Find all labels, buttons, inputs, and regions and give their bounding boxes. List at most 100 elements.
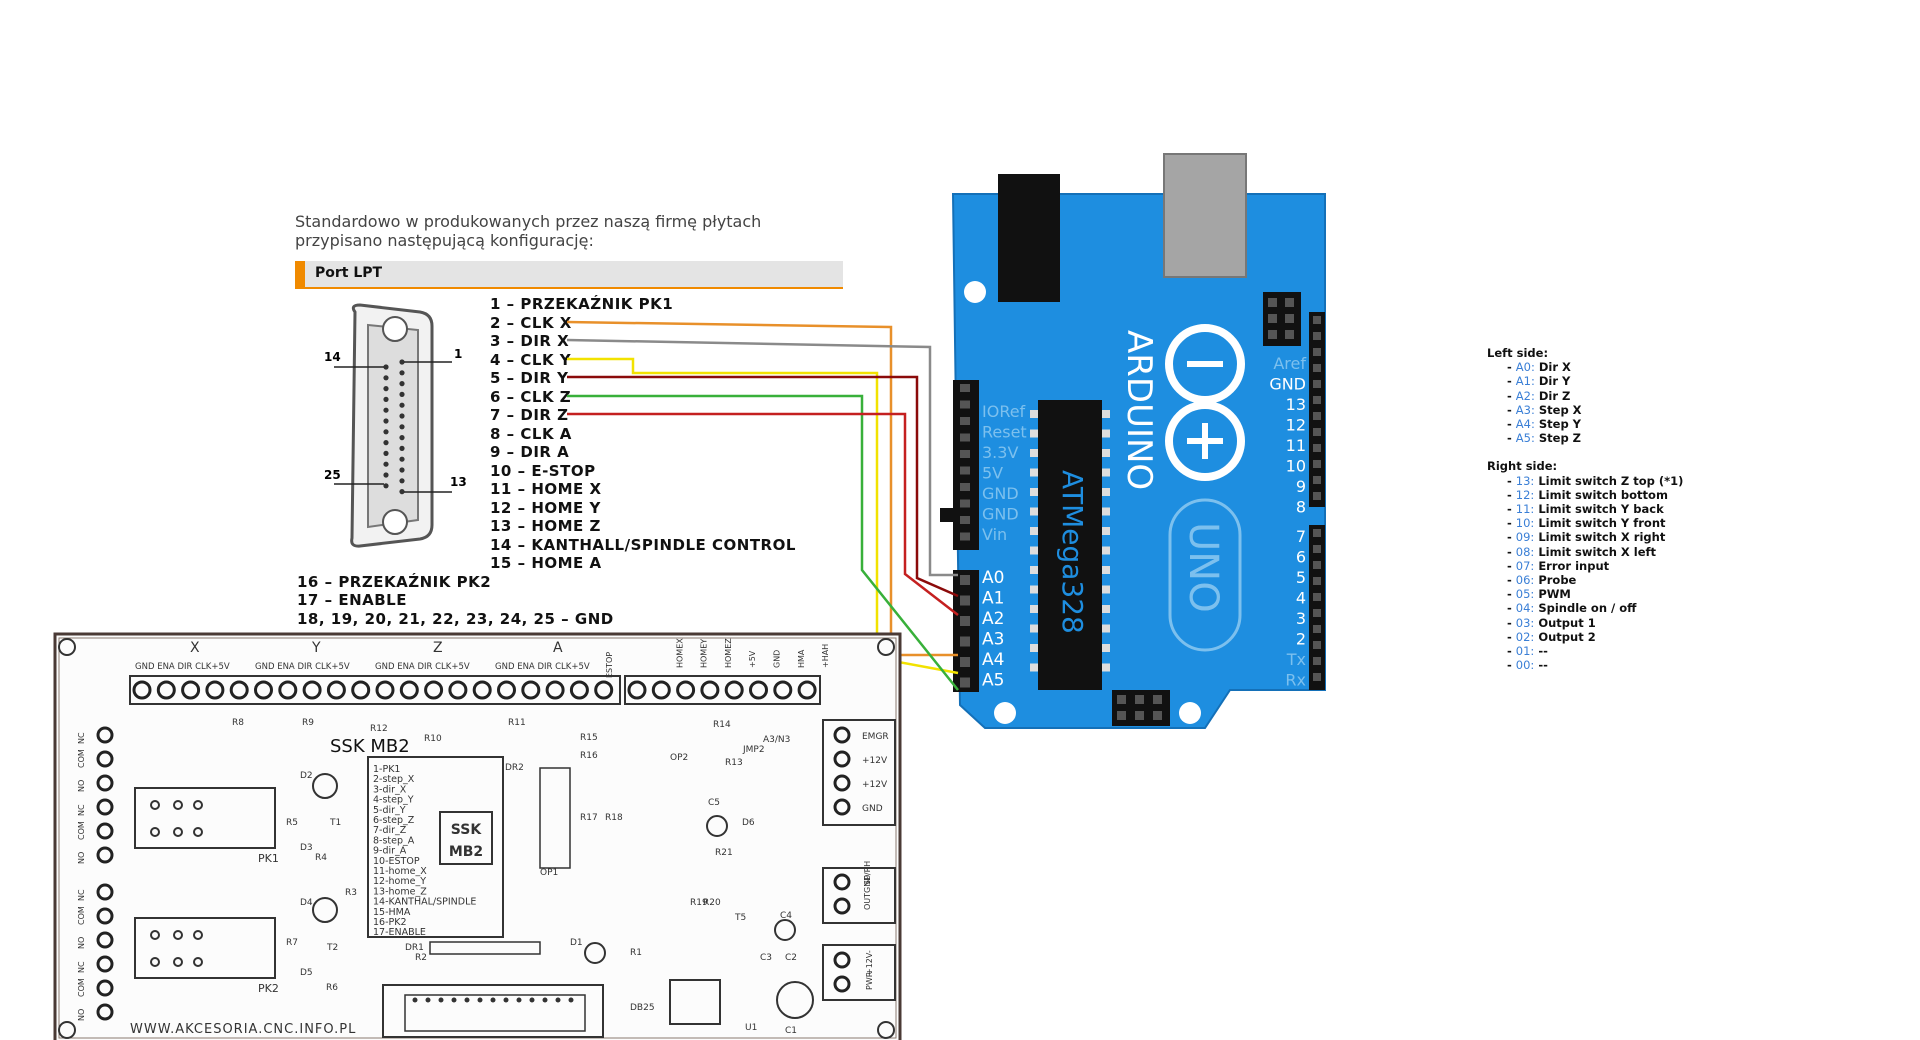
arduino-digital-pin-label: Tx: [1286, 650, 1306, 669]
pcb-axis-label: X: [190, 640, 200, 656]
header-pin: [960, 516, 970, 524]
module-pin-label: 9-dir_A: [373, 846, 407, 857]
legend-label: Step Y: [1538, 417, 1582, 432]
header-pin: [960, 384, 970, 392]
arduino-analog-pin-label: A5: [982, 671, 1004, 691]
dr1: [429, 941, 541, 955]
lpt-pin-7: 7 – DIR Z: [490, 406, 569, 424]
chip-leg: [1102, 624, 1110, 633]
lpt-pin-17: 17 – ENABLE: [297, 591, 407, 609]
icsp-pin: [1268, 314, 1277, 323]
pcb-component-label: D4: [300, 898, 313, 908]
pcb-component-label: R18: [605, 813, 623, 823]
arduino-digital-pin-label: 5: [1296, 568, 1306, 587]
arduino-brand: ARDUINO: [1119, 330, 1159, 490]
pcb-component-label: U1: [745, 1023, 757, 1033]
relay-terminal: [96, 979, 114, 997]
legend-right-row: - 11: Limit switch Y back: [1507, 502, 1664, 517]
wire-dir-z: [567, 412, 959, 616]
db25-pin: [399, 424, 405, 430]
header-pin: [960, 575, 970, 585]
header-pin: [1313, 396, 1321, 404]
chip-leg: [1030, 624, 1038, 633]
legend-label: Step X: [1538, 402, 1582, 417]
spindle-terminal-label: OUTGND: [863, 875, 872, 910]
legend-pin: 02:: [1515, 629, 1535, 644]
relay-terminal: [96, 931, 114, 949]
lpt-pin-4: 4 – CLK Y: [490, 351, 572, 369]
arduino-analog-pin-label: A3: [982, 630, 1004, 650]
relay-pin-label: NC: [77, 961, 86, 973]
legend-pin: 10:: [1515, 516, 1535, 531]
pcb-component-label: C3: [760, 953, 772, 963]
legend-pin: A0:: [1515, 360, 1535, 375]
legend-right-row: - 04: Spindle on / off: [1507, 601, 1637, 616]
arduino-digital-pin-label: 13: [1286, 395, 1306, 414]
lpt-pin-14: 14 – KANTHALL/SPINDLE CONTROL: [490, 536, 796, 554]
icsp-pin: [1285, 314, 1294, 323]
pcb-component-label: R12: [370, 724, 388, 734]
uno-badge: [1168, 498, 1242, 652]
terminal-screw: [676, 680, 696, 700]
legend-pin: 12:: [1515, 487, 1535, 502]
c1-capacitor: [776, 981, 814, 1019]
header-pin: [1313, 380, 1321, 388]
pcb-db25-pin: [425, 997, 431, 1003]
db25-pin: [399, 467, 405, 473]
power-terminal: [833, 726, 851, 744]
relay-pin-label: NO: [77, 780, 86, 792]
pcb-component-label: DR2: [505, 763, 524, 773]
power-input-label: PWR: [865, 971, 874, 990]
db25-pin: [399, 381, 405, 387]
legend-right-row: - 00: --: [1507, 658, 1548, 673]
terminal-screw: [651, 680, 671, 700]
db25-pin: [399, 359, 405, 365]
terminal-screw: [424, 680, 444, 700]
db25-pin: [399, 489, 405, 495]
relay-terminal: [96, 726, 114, 744]
lpt-pin-8: 8 – CLK A: [490, 425, 572, 443]
header-pin: [960, 483, 970, 491]
pcb-right-pin-label: +HAH: [821, 644, 830, 668]
icsp-pin: [1153, 695, 1162, 704]
terminal-screw: [375, 680, 395, 700]
header-pin: [1313, 641, 1321, 649]
lpt-pin-3: 3 – DIR X: [490, 332, 570, 350]
db25-pcb-connector: [382, 984, 604, 1038]
wires: [566, 320, 959, 691]
legend-right-title: Right side:: [1487, 459, 1558, 474]
header-pin: [960, 417, 970, 425]
pcb-website: WWW.AKCESORIA.CNC.INFO.PL: [130, 1022, 356, 1037]
pcb-db25-pin: [464, 997, 470, 1003]
header-pin: [960, 400, 970, 409]
header-pin: [1313, 609, 1321, 617]
legend-left-row: - A1: Dir Y: [1507, 374, 1571, 389]
arduino-power-pin-label: GND: [982, 484, 1019, 503]
pcb-axis-pin-labels: GND ENA DIR CLK+5V: [495, 662, 590, 672]
chip-leg: [1030, 663, 1038, 672]
pcb-component-label: C5: [708, 798, 720, 808]
board-name-1: SSK: [451, 822, 483, 838]
db25-pin13-label: 13: [450, 475, 467, 489]
pcb-component-label: R8: [232, 718, 244, 728]
pcb-axis-pin-labels: GND ENA DIR CLK+5V: [135, 662, 230, 672]
module-pin-label: 4-step_Y: [373, 795, 414, 806]
legend-right-row: - 03: Output 1: [1507, 615, 1596, 630]
pcb-component-label: D1: [570, 938, 583, 948]
power-jack: [998, 174, 1060, 302]
arduino-digital-pin-label: GND: [1269, 375, 1306, 394]
module-pin-label: 12-home_Y: [373, 876, 426, 887]
header-pin: [1313, 332, 1321, 340]
arduino-digital-pin-label: 6: [1296, 548, 1306, 567]
pcb-db25-pin: [438, 997, 444, 1003]
pcb-axis-label: Y: [311, 640, 321, 656]
arduino-digital-pin-label: 12: [1286, 416, 1306, 435]
terminal-screw: [472, 680, 492, 700]
header-pin: [1313, 492, 1321, 500]
legend-right-list: - 13: Limit switch Z top (*1)- 12: Limit…: [1487, 474, 1683, 673]
legend-right-row: - 08: Limit switch X left: [1507, 544, 1657, 559]
arduino-digital-pin-label: 8: [1296, 498, 1306, 517]
spindle-terminal-label: SP/RH: [863, 861, 872, 885]
chip-leg: [1030, 546, 1038, 555]
db25-pin: [383, 386, 389, 392]
